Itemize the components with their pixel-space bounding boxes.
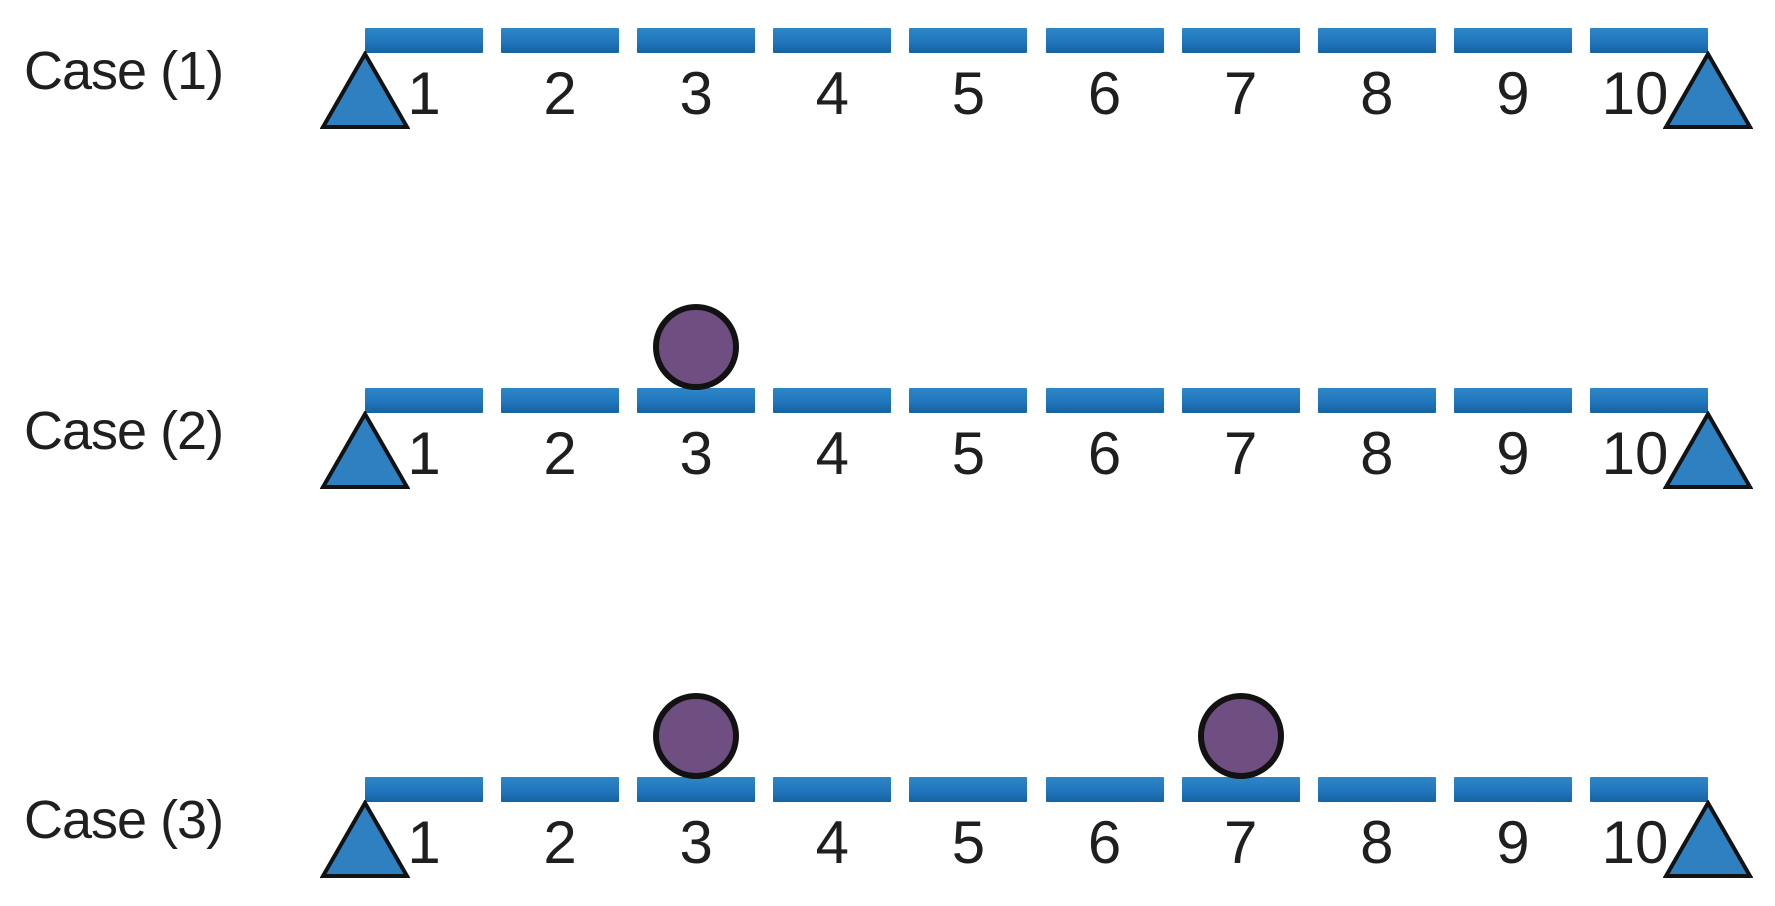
segment-number: 7 xyxy=(1223,809,1258,876)
beam-segment xyxy=(1045,388,1164,413)
segment-number: 3 xyxy=(679,420,713,487)
segment-number: 6 xyxy=(1087,809,1122,876)
segment-number: 10 xyxy=(1601,420,1669,487)
beam-segment xyxy=(1317,777,1436,802)
segment-number: 7 xyxy=(1223,420,1258,487)
segment-number: 9 xyxy=(1496,420,1530,487)
beam-segment xyxy=(773,388,892,413)
left-support-icon xyxy=(320,800,410,879)
beam-segment xyxy=(773,28,892,53)
beam-segment xyxy=(909,388,1028,413)
beam xyxy=(365,388,1708,413)
load-circle-icon xyxy=(653,304,740,390)
beam-segment xyxy=(1045,777,1164,802)
beam-segment xyxy=(637,777,756,802)
segment-number: 4 xyxy=(815,60,850,127)
segment-number: 9 xyxy=(1496,809,1530,876)
beam-segment xyxy=(365,777,483,802)
segment-number: 7 xyxy=(1223,60,1258,127)
beam xyxy=(365,28,1708,53)
segment-number: 8 xyxy=(1360,60,1394,127)
right-support-icon xyxy=(1663,800,1753,879)
case-1-label: Case (1) xyxy=(24,41,224,101)
segment-number: 1 xyxy=(407,60,441,127)
beam-segment xyxy=(365,388,483,413)
segment-number: 10 xyxy=(1601,809,1669,876)
case-3-label: Case (3) xyxy=(24,790,224,850)
left-support-icon xyxy=(320,51,410,130)
beam-segment xyxy=(1317,388,1436,413)
beam-segment xyxy=(501,388,620,413)
beam-segment xyxy=(1317,28,1436,53)
beam-segment xyxy=(1045,28,1164,53)
beam-segment xyxy=(1589,388,1708,413)
segment-number: 1 xyxy=(407,420,441,487)
right-support-icon xyxy=(1663,51,1753,130)
segment-number: 5 xyxy=(951,60,986,127)
right-support-icon xyxy=(1663,411,1753,490)
segment-number: 9 xyxy=(1496,60,1530,127)
beam-segment xyxy=(1589,777,1708,802)
beam-segment xyxy=(637,388,756,413)
load-circle-icon xyxy=(1197,693,1284,779)
segment-number: 10 xyxy=(1601,60,1669,127)
beam xyxy=(365,777,1708,802)
beam-segment xyxy=(1453,388,1572,413)
segment-number: 8 xyxy=(1360,809,1394,876)
segment-number: 6 xyxy=(1087,420,1122,487)
case-2-label: Case (2) xyxy=(24,401,224,461)
beam-segment xyxy=(1181,777,1300,802)
beam-segment xyxy=(1181,28,1300,53)
left-support-icon xyxy=(320,411,410,490)
segment-number: 2 xyxy=(543,420,577,487)
segment-number: 5 xyxy=(951,809,986,876)
beam-segment xyxy=(773,777,892,802)
beam-segment xyxy=(637,28,756,53)
beam-segment xyxy=(1589,28,1708,53)
segment-number: 2 xyxy=(543,809,577,876)
beam-segment xyxy=(501,777,620,802)
beam-segment xyxy=(909,28,1028,53)
segment-number: 6 xyxy=(1087,60,1122,127)
segment-number: 2 xyxy=(543,60,577,127)
beam-segment xyxy=(1453,28,1572,53)
segment-number: 8 xyxy=(1360,420,1394,487)
beam-segment xyxy=(365,28,483,53)
segment-number: 1 xyxy=(407,809,441,876)
beam-segment xyxy=(501,28,620,53)
segment-number: 3 xyxy=(679,809,713,876)
segment-number: 3 xyxy=(679,60,713,127)
segment-number: 4 xyxy=(815,809,850,876)
beam-segment xyxy=(1181,388,1300,413)
segment-number: 5 xyxy=(951,420,986,487)
beam-segment xyxy=(1453,777,1572,802)
load-circle-icon xyxy=(653,693,740,779)
beam-segment xyxy=(909,777,1028,802)
segment-number: 4 xyxy=(815,420,850,487)
